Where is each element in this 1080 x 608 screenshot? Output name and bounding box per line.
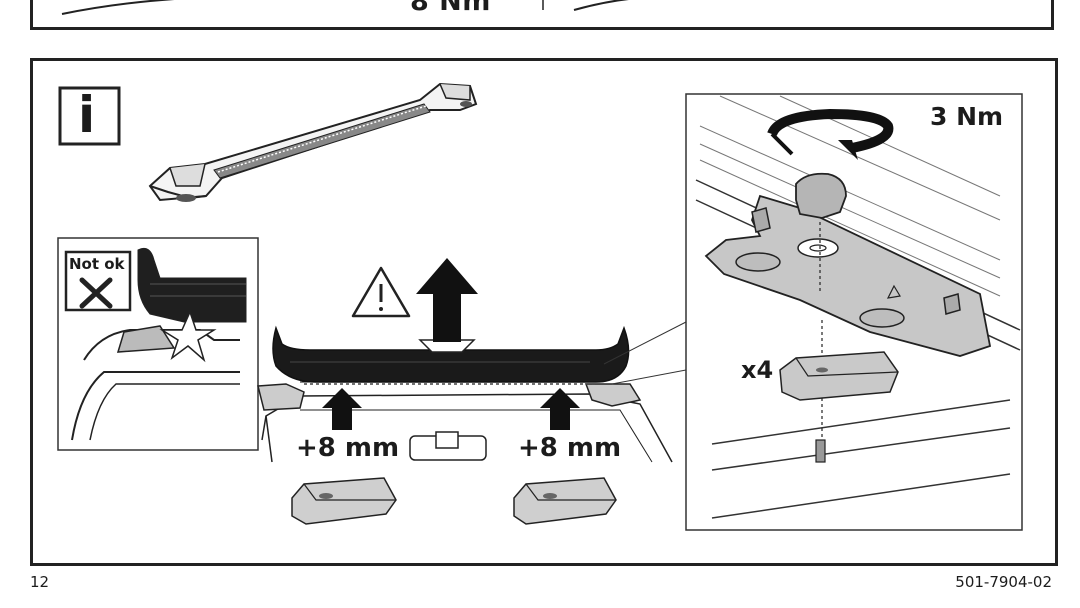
detail-torque-label: 3 Nm <box>930 102 1004 131</box>
detail-view <box>685 93 1023 531</box>
spacer-pad-left <box>291 477 397 525</box>
top-torque-label: 8 Nm <box>410 0 491 17</box>
spacer-pad-right <box>513 477 617 525</box>
car-roof-illustration <box>257 383 673 463</box>
page-number: 12 <box>30 573 50 591</box>
rotation-arrow-icon <box>838 140 858 160</box>
not-ok-label: Not ok <box>69 255 125 273</box>
lift-arrow-icon <box>416 258 478 342</box>
warning-triangle-icon <box>351 266 411 318</box>
info-icon <box>58 86 121 146</box>
left-lift-label: +8 mm <box>296 433 400 463</box>
document-number: 501-7904-02 <box>955 573 1052 591</box>
quantity-label: x4 <box>741 356 774 384</box>
not-ok-inset <box>57 237 259 451</box>
top-step-illustration-fragment <box>61 0 630 15</box>
top-step-frame <box>30 0 1054 30</box>
info-step-frame <box>30 58 1058 566</box>
lifted-bar-illustration <box>272 325 630 385</box>
left-lift-arrow-icon <box>322 388 362 430</box>
right-lift-arrow-icon <box>540 388 580 430</box>
cross-icon <box>79 277 113 309</box>
roof-bar-illustration <box>148 82 478 202</box>
right-lift-label: +8 mm <box>518 433 622 463</box>
info-icon-letter: i <box>78 86 96 144</box>
